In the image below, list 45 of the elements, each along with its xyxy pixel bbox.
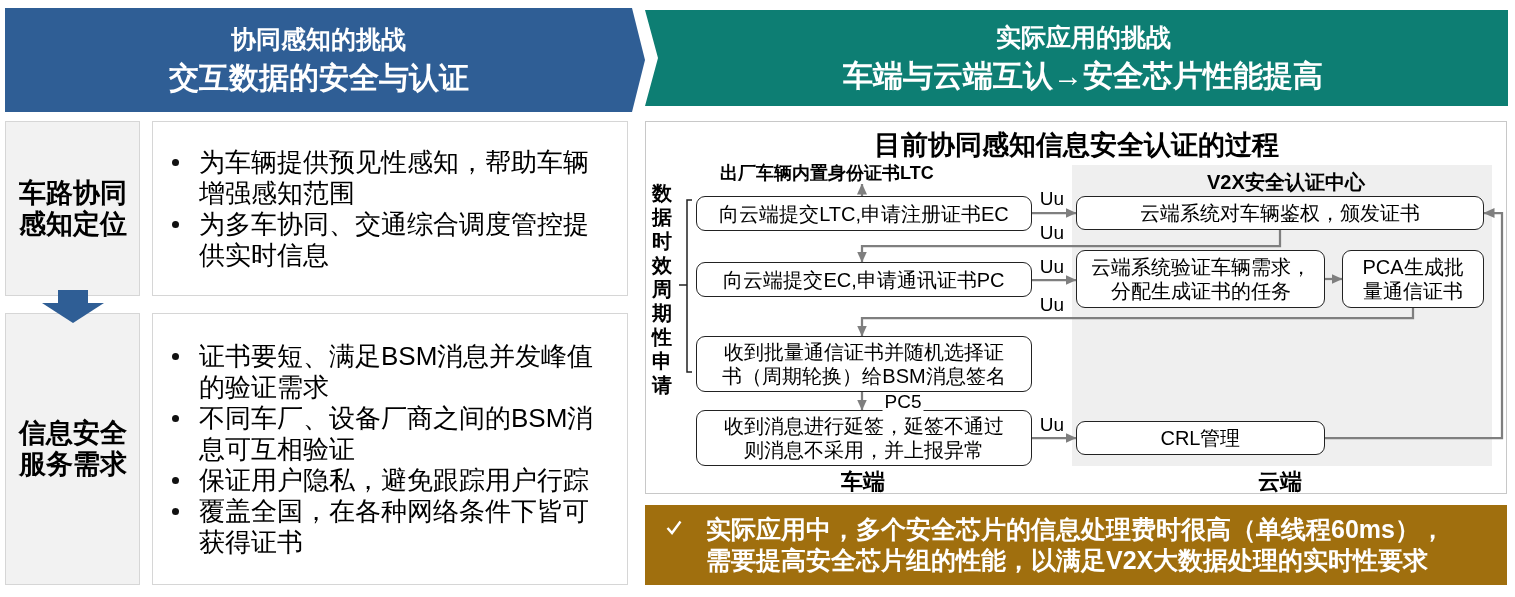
bullet-box (152, 121, 628, 296)
edge-label: PC5 (882, 392, 924, 412)
banner (645, 505, 1507, 585)
process-box: PCA生成批量通信证书 (1342, 250, 1484, 308)
process-box: 云端系统验证车辆需求，分配生成证书的任务 (1076, 250, 1325, 308)
arrow (857, 230, 1282, 263)
panel-title: 目前协同感知信息安全认证的过程 (873, 130, 1279, 160)
bullet-text: 不同车厂、设备厂商之间的BSM消息可互相验证 (199, 402, 595, 465)
bullet-box (152, 313, 628, 585)
category-box: 车路协同感知定位 (5, 121, 140, 296)
arrow (857, 308, 1415, 337)
header-subtitle: 交互数据的安全与认证 (168, 60, 469, 96)
header-subtitle: 车端与云端互认→安全芯片性能提高 (843, 58, 1323, 94)
bullet-text: 覆盖全国，在各种网络条件下皆可获得证书 (199, 495, 590, 558)
arrow (1032, 433, 1077, 443)
shaded-region (1072, 165, 1492, 466)
header-title: 协同感知的挑战 (231, 24, 406, 54)
vertical-label: 数据时效周期性申请 (651, 181, 673, 397)
process-box: 收到批量通信证书并随机选择证书（周期轮换）给BSM消息签名 (696, 336, 1032, 392)
banner-text: 实际应用中，多个安全芯片的信息处理费时很高（单线程60ms），需要提高安全芯片组的性能，以满足V2X大数据处理的实时性要求 (706, 514, 1446, 576)
bullet-text: 为车辆提供预见性感知，帮助车辆增强感知范围 (199, 146, 590, 209)
region-title: V2X安全认证中心 (1207, 171, 1365, 193)
process-box: CRL管理 (1076, 421, 1325, 455)
process-box: 收到消息进行延签，延签不通过则消息不采用，并上报异常 (696, 410, 1032, 466)
block-arrow (42, 290, 104, 323)
header-band (5, 8, 645, 112)
arrow (1325, 208, 1504, 440)
bullet-text: 证书要短、满足BSM消息并发峰值的验证需求 (199, 340, 595, 403)
arrow (1032, 275, 1077, 285)
arrow (857, 392, 867, 411)
arrow (1032, 208, 1077, 218)
bullet-text: 保证用户隐私，避免跟踪用户行踪 (199, 464, 590, 496)
region-caption: 云端 (1258, 470, 1302, 494)
header-band (645, 10, 1508, 106)
category-box: 信息安全服务需求 (5, 313, 140, 585)
arrow (857, 183, 867, 196)
process-box: 云端系统对车辆鉴权，颁发证书 (1076, 196, 1484, 230)
column-caption: 车端 (841, 470, 885, 494)
panel (645, 121, 1507, 494)
bullet-text: 为多车协同、交通综合调度管控提供实时信息 (199, 208, 590, 271)
arrow (1325, 274, 1343, 284)
process-box: 向云端提交LTC,申请注册证书EC (696, 196, 1032, 231)
process-box: 向云端提交EC,申请通讯证书PC (696, 262, 1032, 297)
text-label: 出厂车辆内置身份证书LTC (720, 162, 964, 184)
header-title: 实际应用的挑战 (995, 22, 1171, 52)
